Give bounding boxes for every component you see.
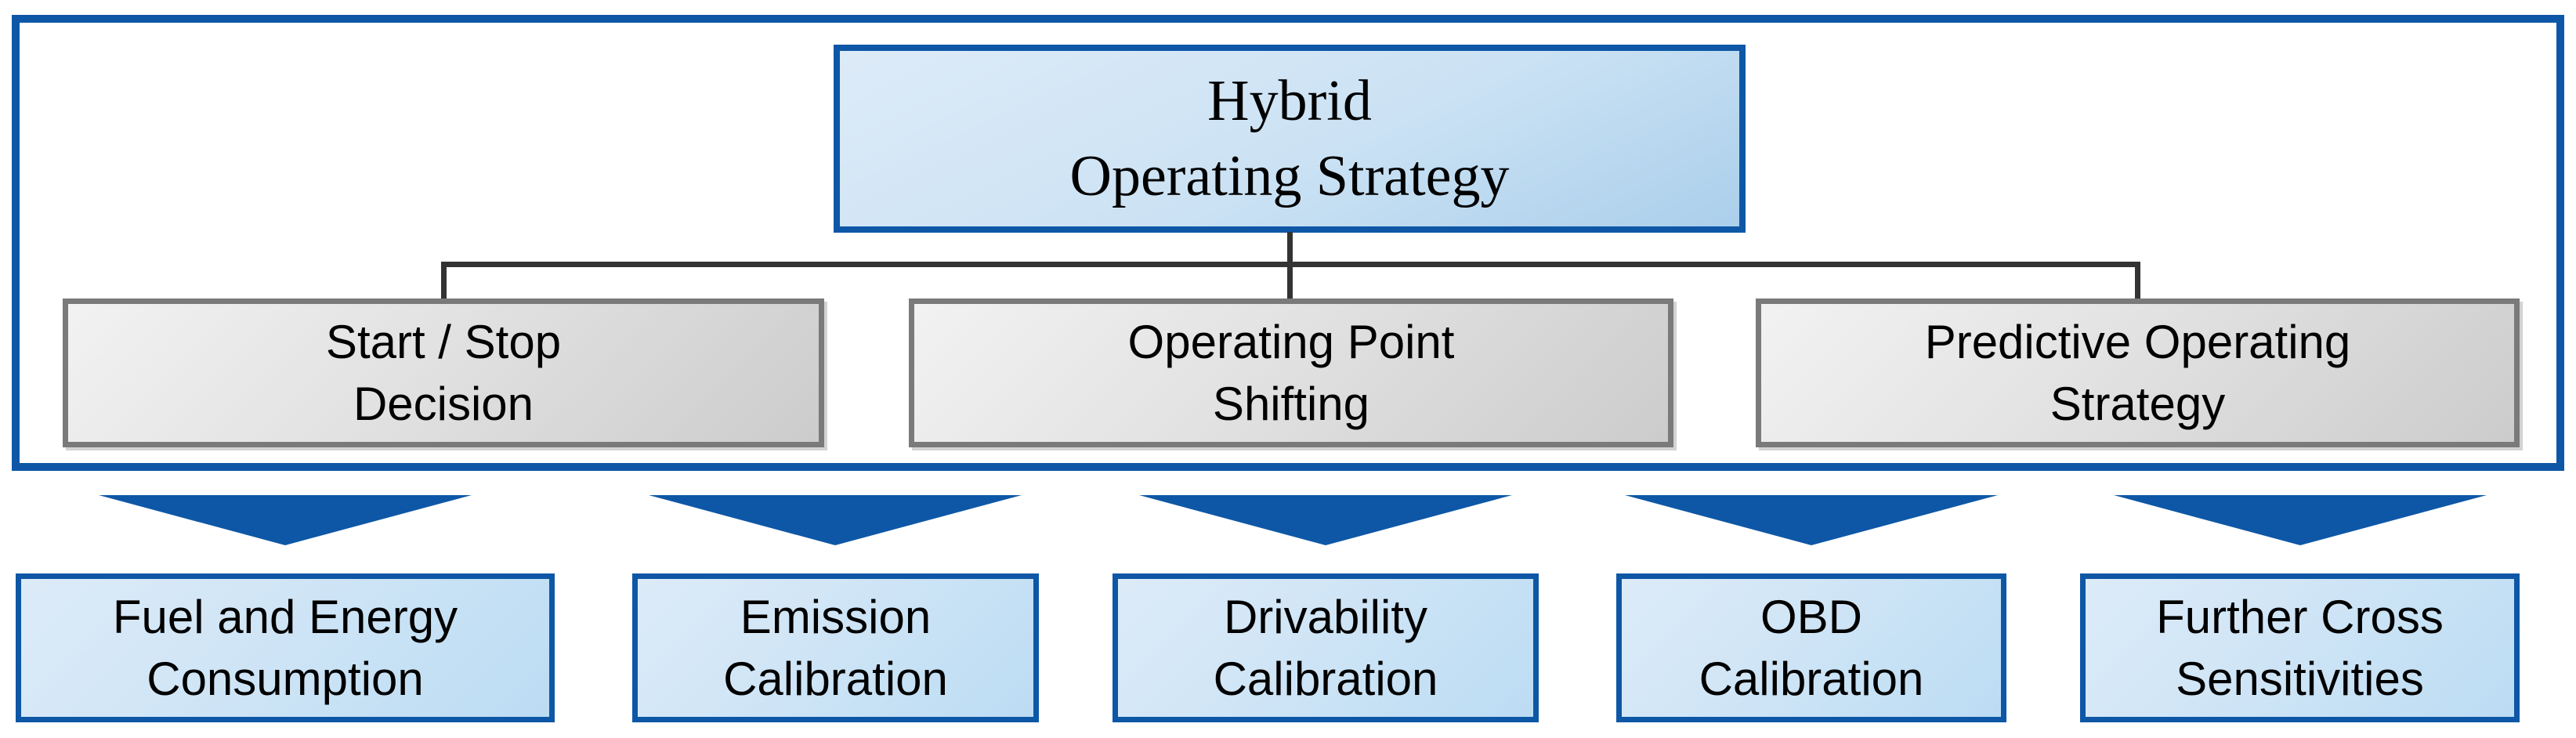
branch-label-line2: Shifting: [1212, 378, 1370, 430]
connector-root-stem: [1287, 232, 1293, 265]
output-label-line2: Sensitivities: [2176, 653, 2424, 705]
output-label-line2: Calibration: [1699, 653, 1924, 705]
output-label-line1: Fuel and Energy: [112, 590, 458, 643]
down-arrow-icon-3: [1139, 495, 1512, 545]
branch-label-line2: Decision: [353, 378, 534, 430]
branch-box-operating-point-shifting: Operating Point Shifting: [909, 298, 1673, 447]
branch-label-line1: Predictive Operating: [1924, 315, 2351, 368]
branch-label-line2: Strategy: [2050, 378, 2226, 430]
root-box-hybrid-operating-strategy: Hybrid Operating Strategy: [834, 45, 1746, 233]
connector-horizontal: [441, 262, 2140, 267]
connector-drop-middle: [1287, 265, 1293, 298]
root-label-line2: Operating Strategy: [1069, 144, 1510, 208]
down-arrow-icon-2: [649, 495, 1022, 545]
output-box-drivability-calibration: Drivability Calibration: [1113, 573, 1539, 722]
output-label-line2: Calibration: [1213, 653, 1438, 705]
down-arrow-icon-4: [1625, 495, 1998, 545]
output-label-line2: Consumption: [147, 653, 424, 705]
output-label-line2: Calibration: [723, 653, 948, 705]
branch-label-line1: Operating Point: [1127, 315, 1455, 368]
branch-label-line1: Start / Stop: [325, 315, 562, 368]
branch-box-predictive-operating-strategy: Predictive Operating Strategy: [1756, 298, 2520, 447]
output-box-obd-calibration: OBD Calibration: [1616, 573, 2006, 722]
output-label-line1: OBD: [1760, 590, 1863, 643]
output-label-line1: Emission: [740, 590, 932, 643]
down-arrow-icon-1: [99, 495, 472, 545]
down-arrow-icon-5: [2114, 495, 2487, 545]
output-label-line1: Further Cross: [2156, 590, 2444, 643]
output-box-further-cross-sensitivities: Further Cross Sensitivities: [2080, 573, 2520, 722]
connector-drop-right: [2135, 262, 2140, 298]
output-label-line1: Drivability: [1223, 590, 1428, 643]
connector-drop-left: [441, 262, 447, 298]
output-box-emission-calibration: Emission Calibration: [632, 573, 1039, 722]
branch-box-start-stop-decision: Start / Stop Decision: [63, 298, 824, 447]
output-box-fuel-and-energy-consumption: Fuel and Energy Consumption: [16, 573, 555, 722]
root-label-line1: Hybrid: [1207, 68, 1372, 133]
